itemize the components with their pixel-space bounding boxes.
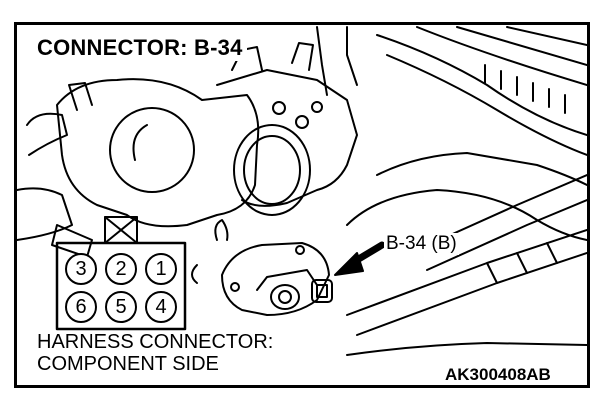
pin-3: 3 bbox=[65, 253, 97, 285]
callout-arrow bbox=[334, 241, 386, 276]
pin-4: 4 bbox=[145, 291, 177, 323]
pin-5: 5 bbox=[105, 291, 137, 323]
harness-label-line2: COMPONENT SIDE bbox=[37, 353, 219, 375]
connector-face bbox=[55, 216, 187, 331]
pin-1: 1 bbox=[145, 253, 177, 285]
upper-harness bbox=[316, 26, 587, 156]
turbo-housing bbox=[17, 78, 260, 258]
component-callout: B-34 (B) bbox=[384, 233, 459, 255]
pin-6: 6 bbox=[65, 291, 97, 323]
harness-label-line1: HARNESS CONNECTOR: bbox=[37, 331, 274, 353]
connector-title: CONNECTOR: B-34 bbox=[33, 35, 247, 61]
figure-code: AK300408AB bbox=[442, 365, 554, 385]
pin-2: 2 bbox=[105, 253, 137, 285]
engine-illustration bbox=[17, 26, 587, 356]
diagram-frame: 3 2 1 6 5 4 CONNECTOR: B-34 B-34 (B) HAR… bbox=[14, 22, 590, 388]
sensor-component bbox=[221, 242, 333, 316]
harness-label: HARNESS CONNECTOR: COMPONENT SIDE bbox=[33, 331, 278, 375]
throttle-body bbox=[216, 42, 358, 216]
